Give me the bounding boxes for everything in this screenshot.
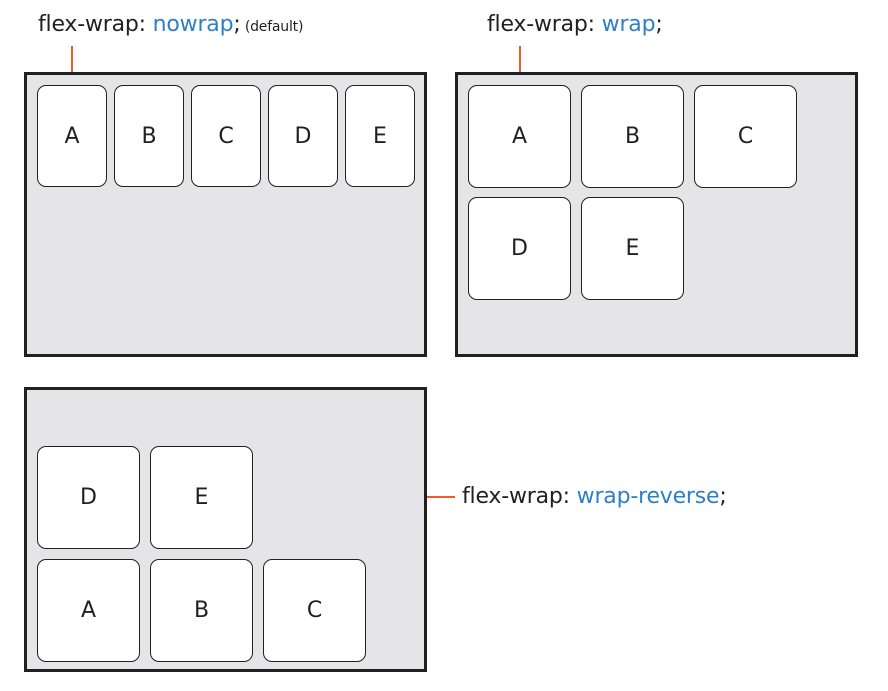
wrap-reverse-item-c: C (263, 559, 366, 662)
wrap-reverse-suffix-text: ; (719, 484, 727, 509)
wrap-reverse-item-d: D (37, 446, 140, 549)
wrap-container: A B C D E (455, 72, 858, 357)
nowrap-item-b: B (114, 85, 184, 187)
nowrap-value-text: nowrap (152, 12, 234, 37)
nowrap-item-d: D (268, 85, 338, 187)
wrap-reverse-leader-line (427, 496, 455, 498)
nowrap-label: flex-wrap: nowrap; (default) (38, 12, 303, 40)
wrap-reverse-item-e: E (150, 446, 253, 549)
wrap-item-a: A (468, 85, 571, 188)
wrap-reverse-item-a: A (37, 559, 140, 662)
wrap-value-text: wrap (601, 12, 656, 37)
nowrap-property-text: flex-wrap: (38, 12, 153, 37)
nowrap-item-e: E (345, 85, 415, 187)
nowrap-container: A B C D E (24, 72, 427, 357)
wrap-reverse-value-text: wrap-reverse (576, 484, 720, 509)
nowrap-item-a: A (37, 85, 107, 187)
wrap-suffix-text: ; (655, 12, 663, 37)
wrap-property-text: flex-wrap: (487, 12, 602, 37)
nowrap-item-c: C (191, 85, 261, 187)
wrap-item-c: C (694, 85, 797, 188)
wrap-label: flex-wrap: wrap; (487, 12, 663, 38)
wrap-reverse-label: flex-wrap: wrap-reverse; (462, 484, 727, 510)
wrap-item-b: B (581, 85, 684, 188)
wrap-item-e: E (581, 197, 684, 300)
wrap-item-d: D (468, 197, 571, 300)
nowrap-suffix-text: ; (233, 12, 241, 37)
wrap-leader-line (519, 46, 521, 73)
nowrap-default-note: (default) (240, 19, 304, 35)
nowrap-leader-line (71, 46, 73, 73)
wrap-reverse-container: D E A B C (24, 387, 427, 672)
wrap-reverse-item-b: B (150, 559, 253, 662)
wrap-reverse-property-text: flex-wrap: (462, 484, 577, 509)
